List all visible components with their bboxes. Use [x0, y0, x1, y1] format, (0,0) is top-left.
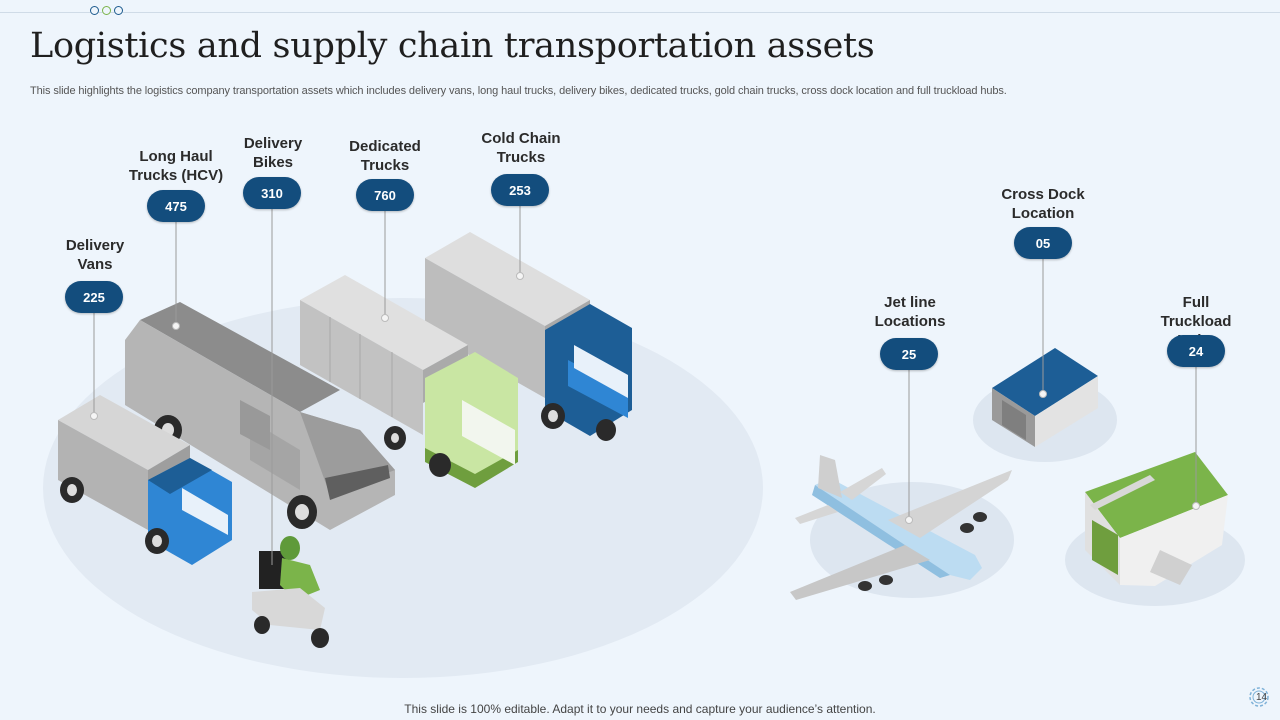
dot-icon	[102, 6, 111, 15]
long-haul-van-illustration	[125, 302, 395, 530]
asset-value-badge: 225	[65, 281, 123, 313]
cross-dock-building-illustration	[992, 348, 1098, 447]
slide-title: Logistics and supply chain transportatio…	[30, 26, 875, 66]
anchor-dots	[90, 272, 1200, 524]
asset-label-delivery-vans: Delivery Vans	[65, 237, 125, 273]
truckload-hub-illustration	[1085, 452, 1228, 586]
asset-label-cross-dock-location: Cross Dock Location	[1001, 186, 1085, 222]
cold-chain-truck-illustration	[425, 232, 632, 441]
dot-icon	[90, 6, 99, 15]
asset-label-long-haul-trucks: Long Haul Trucks (HCV)	[128, 148, 224, 184]
slide-subtitle: This slide highlights the logistics comp…	[30, 85, 1007, 97]
connector-lines	[93, 205, 1197, 565]
page-number: 14	[1256, 692, 1268, 703]
decorative-dots	[90, 6, 123, 15]
asset-label-delivery-bikes: Delivery Bikes	[243, 135, 303, 171]
asset-label-dedicated-trucks: Dedicated Trucks	[349, 138, 421, 174]
asset-value-badge: 24	[1167, 335, 1225, 367]
top-divider	[0, 12, 1280, 13]
asset-value-badge: 310	[243, 177, 301, 209]
dot-icon	[114, 6, 123, 15]
asset-label-jet-line-locations: Jet line Locations	[874, 294, 946, 330]
asset-label-cold-chain-trucks: Cold Chain Trucks	[481, 130, 561, 166]
asset-value-badge: 25	[880, 338, 938, 370]
asset-value-badge: 760	[356, 179, 414, 211]
asset-value-badge: 253	[491, 174, 549, 206]
dedicated-truck-illustration	[300, 275, 518, 488]
asset-value-badge: 05	[1014, 227, 1072, 259]
delivery-bike-illustration	[252, 536, 329, 648]
footer-note: This slide is 100% editable. Adapt it to…	[404, 702, 876, 716]
gear-icon	[1249, 687, 1269, 707]
airplane-illustration	[790, 455, 1012, 600]
asset-value-badge: 475	[147, 190, 205, 222]
